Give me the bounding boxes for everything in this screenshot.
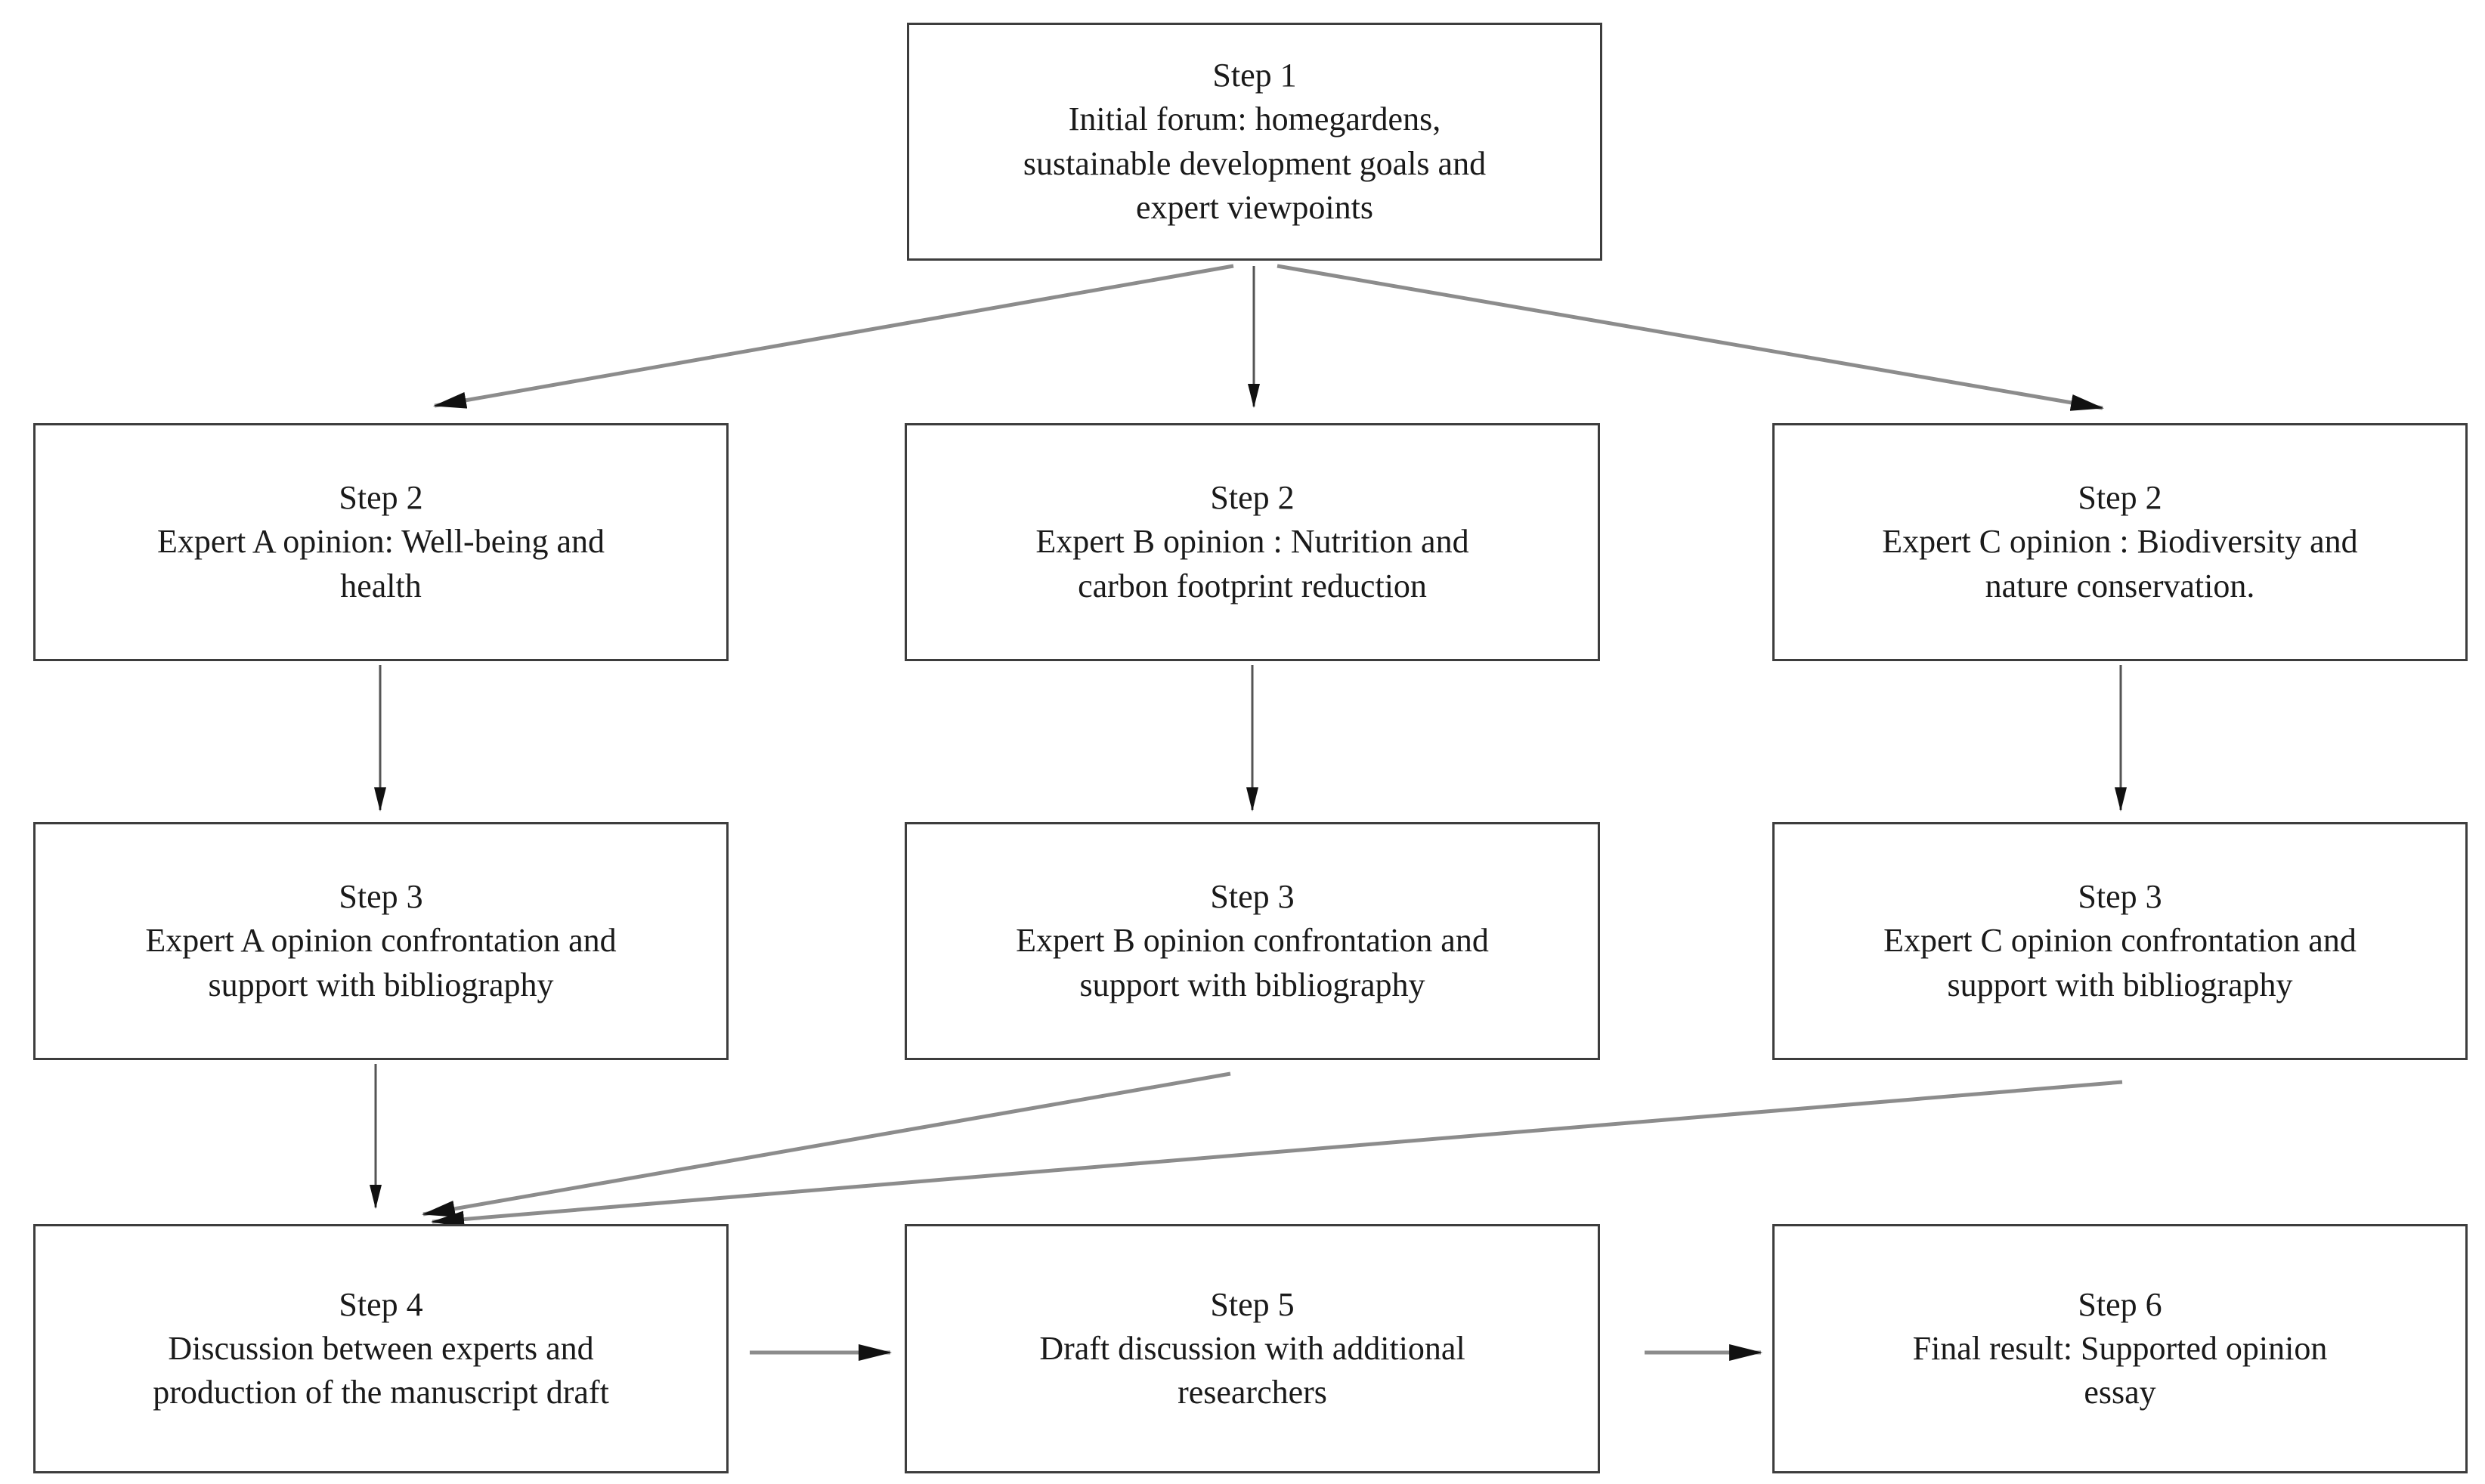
flow-box-step3c-body: Expert C opinion confrontation and suppo… <box>1883 922 2357 1003</box>
arrow-step1-to-step2a <box>433 264 1234 409</box>
flow-box-step2b: Step 2 Expert B opinion : Nutrition and … <box>905 423 1600 661</box>
flow-box-step6: Step 6 Final result: Supported opinion e… <box>1772 1224 2468 1473</box>
flow-box-step2b-title: Step 2 <box>1210 479 1295 517</box>
flow-box-step2a: Step 2 Expert A opinion: Well-being and … <box>33 423 729 661</box>
arrow-step3b-to-step4 <box>422 1071 1231 1217</box>
flow-box-step3c: Step 3 Expert C opinion confrontation an… <box>1772 822 2468 1060</box>
flow-box-step1-body: Initial forum: homegardens, sustainable … <box>1023 100 1487 226</box>
flow-box-step6-body: Final result: Supported opinion essay <box>1912 1329 2328 1411</box>
flow-box-step2a-body: Expert A opinion: Well-being and health <box>156 523 605 604</box>
flow-box-step5: Step 5 Draft discussion with additional … <box>905 1224 1600 1473</box>
flow-box-step1: Step 1 Initial forum: homegardens, susta… <box>907 23 1602 261</box>
flow-box-step5-title: Step 5 <box>1210 1285 1295 1323</box>
flow-box-step3b-body: Expert B opinion confrontation and suppo… <box>1016 922 1489 1003</box>
flow-box-step2c: Step 2 Expert C opinion : Biodiversity a… <box>1772 423 2468 661</box>
flow-box-step3a-body: Expert A opinion confrontation and suppo… <box>145 922 617 1003</box>
flow-box-step1-title: Step 1 <box>1212 57 1297 94</box>
flow-box-step2c-body: Expert C opinion : Biodiversity and natu… <box>1882 523 2358 604</box>
arrow-step3c-to-step4 <box>431 1080 2123 1228</box>
flow-box-step3c-title: Step 3 <box>2078 878 2162 916</box>
flow-box-step2a-title: Step 2 <box>339 479 423 517</box>
arrow-step1-to-step2c <box>1277 264 2104 411</box>
flow-box-step2b-body: Expert B opinion : Nutrition and carbon … <box>1035 523 1469 604</box>
flow-box-step3b: Step 3 Expert B opinion confrontation an… <box>905 822 1600 1060</box>
flow-box-step4-body: Discussion between experts and productio… <box>153 1329 609 1411</box>
flow-box-step6-title: Step 6 <box>2078 1285 2162 1323</box>
flow-box-step4: Step 4 Discussion between experts and pr… <box>33 1224 729 1473</box>
flow-box-step2c-title: Step 2 <box>2078 479 2162 517</box>
flow-box-step5-body: Draft discussion with additional researc… <box>1039 1329 1465 1411</box>
flow-box-step3b-title: Step 3 <box>1210 878 1295 916</box>
flow-box-step3a: Step 3 Expert A opinion confrontation an… <box>33 822 729 1060</box>
flow-box-step4-title: Step 4 <box>339 1285 423 1323</box>
flow-box-step3a-title: Step 3 <box>339 878 423 916</box>
